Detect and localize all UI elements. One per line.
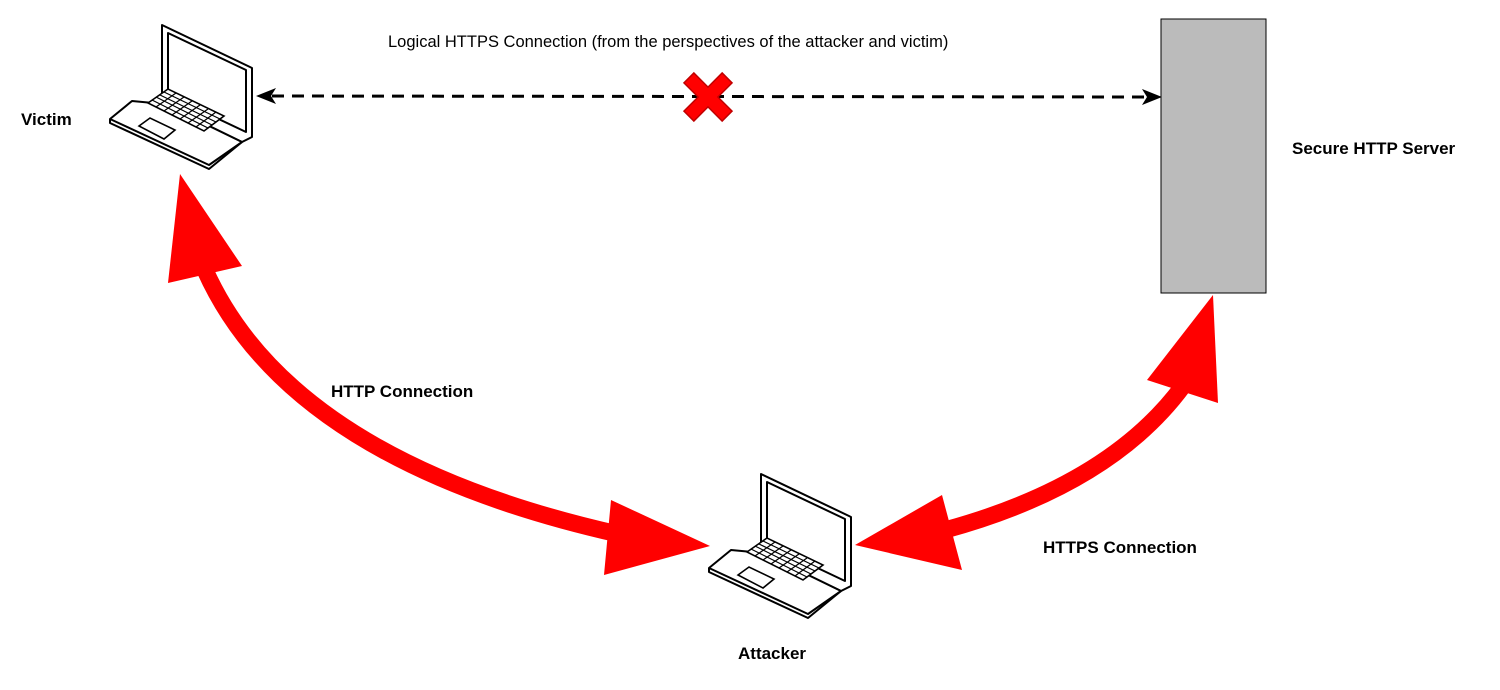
https-connection-label: HTTPS Connection [1043,538,1197,557]
attacker-laptop-icon [708,473,852,619]
attacker-label: Attacker [738,644,807,663]
victim-label: Victim [21,110,72,129]
server-rack [1160,18,1267,294]
http-connection-label: HTTP Connection [331,382,474,401]
http-connection-arrow [168,174,710,575]
logical-connection-label: Logical HTTPS Connection (from the persp… [388,33,949,51]
server-label: Secure HTTP Server [1292,139,1456,158]
red-x-icon [682,71,734,123]
logical-connection-line [256,88,1162,105]
https-connection-arrow [855,295,1218,570]
victim-laptop-icon [109,24,253,170]
